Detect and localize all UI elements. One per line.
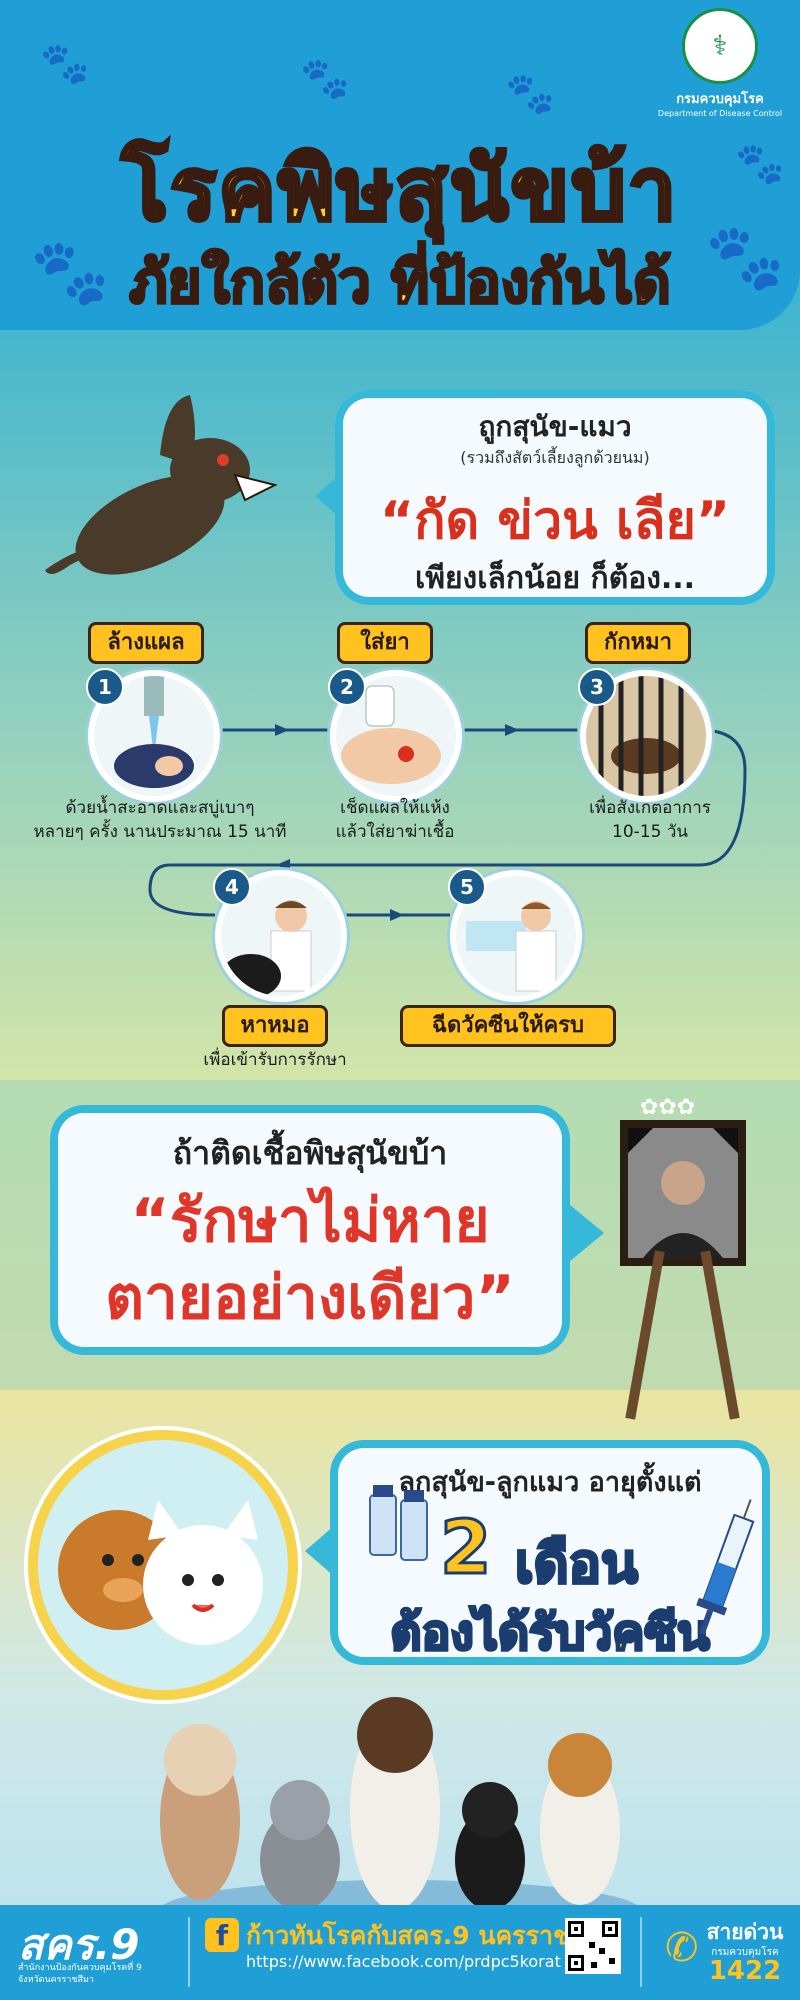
vaccine-vial-icon bbox=[369, 1485, 428, 1561]
footer-divider bbox=[640, 1917, 642, 1987]
header-banner bbox=[0, 0, 800, 330]
hotline-label: สายด่วน bbox=[706, 1920, 784, 1944]
facebook-url[interactable]: https://www.facebook.com/prdpc5korat bbox=[246, 1952, 561, 1971]
syringe-icon bbox=[696, 1499, 755, 1635]
vaccine-age-number: 2 bbox=[439, 1504, 493, 1593]
angry-dog-icon bbox=[45, 395, 278, 575]
paw-icon: 🐾 bbox=[705, 221, 785, 295]
sub-title: ภัยใกล้ตัว ที่ป้องกันได้ bbox=[128, 247, 672, 318]
paw-icon: 🐾 bbox=[300, 56, 350, 102]
bite-line2: (รวมถึงสัตว์เลี้ยงลูกด้วยนม) bbox=[460, 448, 650, 467]
step2-number: 2 bbox=[328, 668, 366, 706]
paw-icon: 🐾 bbox=[30, 236, 110, 310]
step5-tag: ฉีดวัคซีนให้ครบ bbox=[400, 1005, 616, 1047]
step4-number: 4 bbox=[213, 868, 251, 906]
logo-emblem-icon: ⚕ bbox=[682, 8, 758, 84]
step3-caption2: 10-15 วัน bbox=[612, 822, 688, 842]
step1-tag: ล้างแผล bbox=[88, 622, 204, 664]
hotline-sub: กรมควบคุมโรค bbox=[711, 1947, 779, 1958]
bite-line3: “กัด ข่วน เลีย” bbox=[379, 491, 731, 551]
facebook-page-name[interactable]: ก้าวทันโรคกับสคร.9 นครราชสีมา bbox=[246, 1921, 616, 1950]
paw-icon: 🐾 bbox=[40, 41, 90, 87]
doctor-visit-illustration bbox=[215, 870, 347, 1002]
step3-caption1: เพื่อสังเกตอาการ bbox=[589, 798, 711, 818]
infection-bubble bbox=[50, 1105, 570, 1355]
bite-bubble bbox=[335, 390, 775, 605]
org-subtitle: สำนักงานป้องกันควบคุมโรคที่ 9 จังหวัดนคร… bbox=[18, 1963, 142, 1985]
step3-tag: กักหมา bbox=[585, 622, 691, 664]
paw-icon: 🐾 bbox=[735, 141, 785, 187]
footer bbox=[0, 1905, 800, 2000]
bite-line1: ถูกสุนัข-แมว bbox=[478, 410, 632, 443]
bite-line4: เพียงเล็กน้อย ก็ต้อง... bbox=[414, 561, 696, 596]
step1-number: 1 bbox=[86, 668, 124, 706]
vaccine-line3: ต้องได้รับวัคซีน bbox=[389, 1604, 711, 1663]
vaccine-age-unit: เดือน bbox=[514, 1531, 640, 1597]
step1-caption1: ด้วยน้ำสะอาดและสบู่เบาๆ bbox=[65, 798, 255, 818]
flower-icon: ✿✿✿ bbox=[640, 1095, 696, 1120]
logo-name: กรมควบคุมโรค bbox=[676, 92, 764, 107]
ministry-logo: ⚕ กรมควบคุมโรค Department of Disease Con… bbox=[650, 8, 790, 118]
funeral-portrait-icon bbox=[620, 1120, 746, 1266]
logo-sub: Department of Disease Control bbox=[657, 109, 783, 118]
org-name: สคร.9 bbox=[18, 1920, 140, 1969]
step4-tag: หาหมอ bbox=[222, 1005, 328, 1047]
footer-divider bbox=[188, 1917, 190, 1987]
flow-connector bbox=[148, 724, 747, 921]
step2-caption2: แล้วใส่ยาฆ่าเชื้อ bbox=[335, 822, 455, 842]
step3-number: 3 bbox=[578, 668, 616, 706]
step4-caption1: เพื่อเข้ารับการรักษา bbox=[203, 1050, 347, 1070]
step1-caption2: หลายๆ ครั้ง นานประมาณ 15 นาที bbox=[33, 822, 287, 842]
infection-line2: “รักษาไม่หาย bbox=[130, 1186, 490, 1256]
pets-group-illustration bbox=[160, 1697, 637, 1905]
bubble-tail bbox=[570, 1205, 604, 1261]
paw-icon: 🐾 bbox=[505, 71, 555, 117]
infection-line3: ตายอย่างเดียว” bbox=[105, 1263, 515, 1333]
puppy-kitten-illustration bbox=[28, 1430, 298, 1700]
vaccine-line1: ลูกสุนัข-ลูกแมว อายุตั้งแต่ bbox=[398, 1467, 702, 1498]
step2-tag: ใส่ยา bbox=[337, 622, 433, 664]
hotline-number[interactable]: 1422 bbox=[708, 1956, 782, 1986]
qr-code-icon[interactable] bbox=[565, 1918, 621, 1974]
facebook-icon: f bbox=[205, 1918, 239, 1952]
phone-icon: ✆ bbox=[665, 1925, 699, 1971]
step2-caption1: เช็ดแผลให้แห้ง bbox=[340, 798, 450, 818]
step5-number: 5 bbox=[448, 868, 486, 906]
infection-line1: ถ้าติดเชื้อพิษสุนัขบ้า bbox=[172, 1134, 448, 1172]
main-title: โรคพิษสุนัขบ้า bbox=[120, 138, 679, 242]
